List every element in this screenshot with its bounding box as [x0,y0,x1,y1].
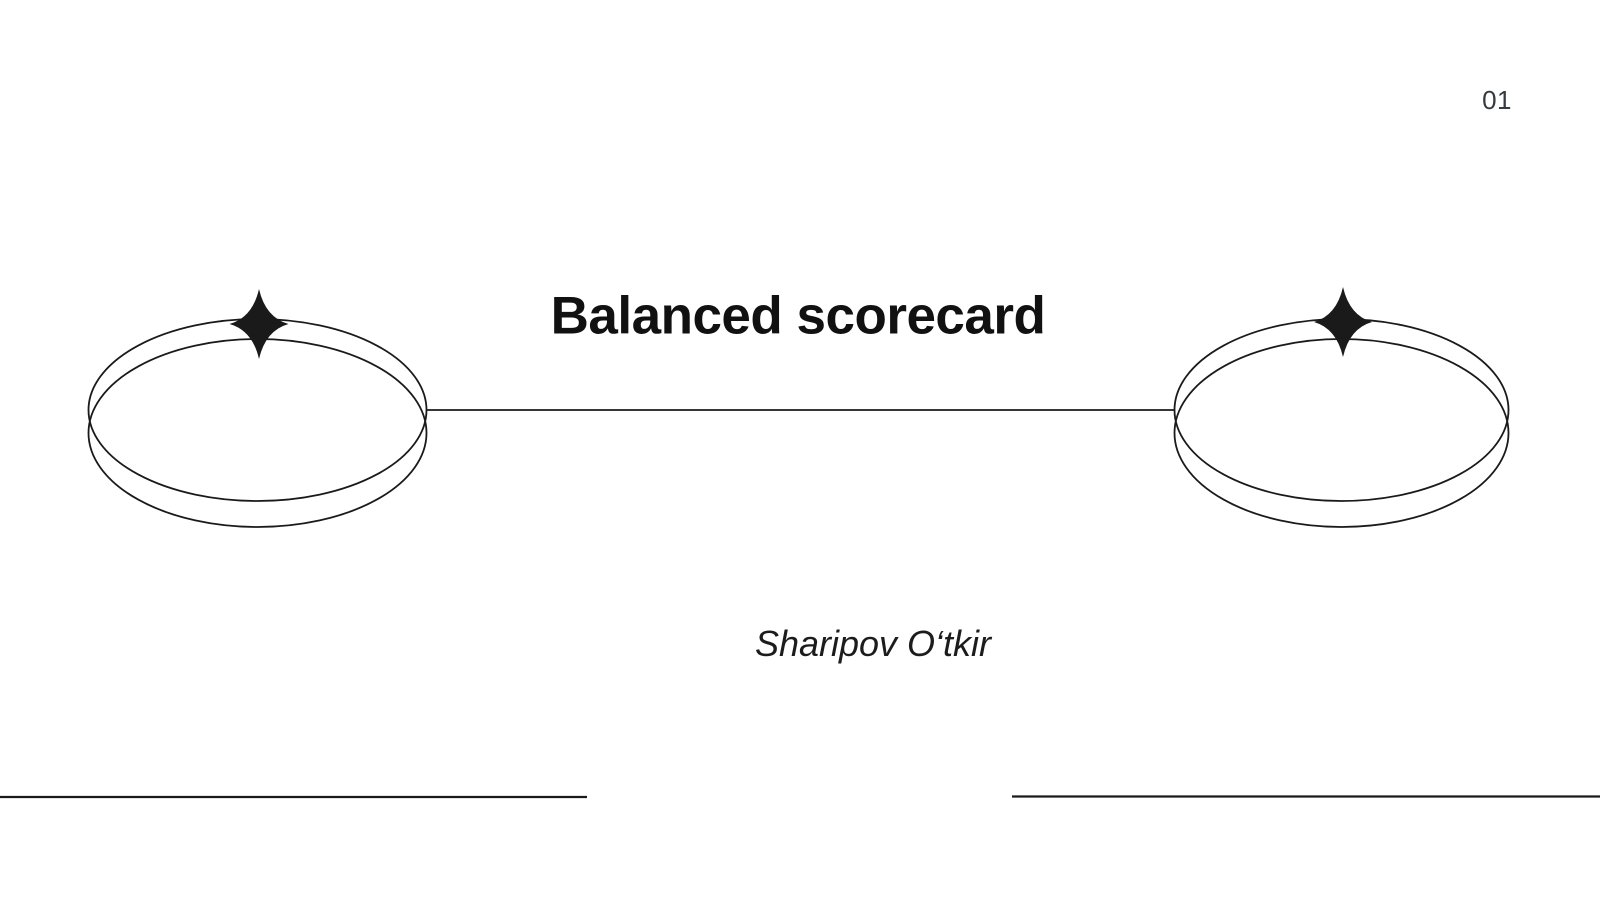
right-sparkle-icon [1314,287,1372,357]
slide-title: Balanced scorecard [550,286,1046,346]
page-number: 01 [1482,85,1512,115]
left-ring-lower-ellipse [87,338,428,528]
left-sparkle-icon [229,289,289,359]
slide-subtitle-author: Sharipov O‘tkir [754,623,992,664]
right-ring-lower-ellipse [1173,338,1510,528]
